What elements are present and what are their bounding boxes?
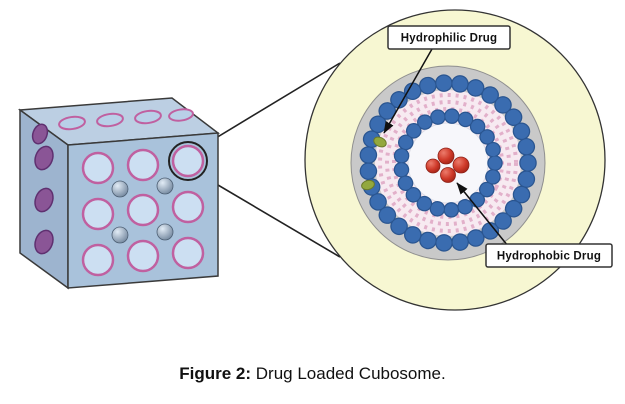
hydrophilic-arrow [383, 48, 433, 134]
cubosome-cube-illustration [17, 97, 221, 290]
hydrophobic-drug-cluster [425, 147, 470, 183]
zoom-line-top [200, 62, 341, 148]
zoom-line-bottom [200, 174, 341, 258]
cubosome-pore [81, 243, 115, 277]
hydrophobic-label-text: Hydrophobic Drug [497, 251, 601, 263]
hydrophilic-drug-particles [361, 136, 387, 191]
water-channel-sphere [156, 223, 174, 241]
cube-top-pore [96, 112, 124, 128]
hydrophobic-label-box [485, 243, 613, 268]
hydrophobic-drug-molecule [437, 147, 455, 165]
cube-top-pores [58, 108, 194, 131]
cubosome-pore [171, 144, 205, 178]
cubosome-pore [81, 151, 115, 185]
hydrophobic-drug-molecule [425, 158, 441, 174]
cubosome-pore [126, 239, 160, 273]
cubosome-pore [81, 197, 115, 231]
cubosome-pore [126, 148, 160, 182]
hydrophilic-drug-molecule [361, 179, 375, 191]
lipid-tail-texture-ring [385, 100, 511, 226]
zoom-highlight-ring [168, 141, 208, 181]
figure-caption-title: Drug Loaded Cubosome. [251, 364, 446, 383]
figure-caption: Figure 2: Drug Loaded Cubosome. [0, 364, 625, 384]
hydrophilic-label-box [387, 25, 511, 50]
cube-top-pore [58, 115, 86, 131]
cube-interstitial-spheres [111, 177, 174, 244]
cubosome-figure: Hydrophilic Drug Hydrophobic Drug [17, 9, 613, 311]
figure-caption-label: Figure 2: [179, 364, 252, 383]
cube-top-pore [134, 109, 162, 125]
cube-left-pore [34, 187, 54, 213]
inner-lipid-ring [394, 109, 502, 217]
water-channel-sphere [111, 226, 129, 244]
cubosome-cross-section [304, 9, 606, 311]
cube-front-pores [81, 144, 205, 277]
water-channel-sphere [156, 177, 174, 195]
cubosome-pore [126, 193, 160, 227]
hydrophobic-drug-molecule [452, 156, 470, 174]
hydrophilic-drug-callout: Hydrophilic Drug [383, 25, 511, 134]
zoom-connector-lines [200, 62, 341, 258]
cube-left-pore [31, 123, 49, 145]
hydrophobic-drug-molecule [440, 167, 456, 183]
cube-left-pore [34, 145, 54, 171]
cube-top-pore [168, 108, 194, 122]
hydrophobic-drug-callout: Hydrophobic Drug [456, 182, 613, 268]
hydrophobic-arrow [456, 182, 509, 247]
cube-left-pores [31, 123, 54, 255]
hydrophilic-drug-molecule [373, 136, 387, 148]
cube-left-pore [34, 229, 54, 255]
hydrophilic-label-text: Hydrophilic Drug [401, 33, 497, 45]
water-channel-sphere [111, 180, 129, 198]
cubosome-pore [171, 190, 205, 224]
cubosome-pore [171, 236, 205, 270]
outer-lipid-ring [360, 75, 536, 251]
lipid-tail-texture-ring [378, 93, 518, 233]
